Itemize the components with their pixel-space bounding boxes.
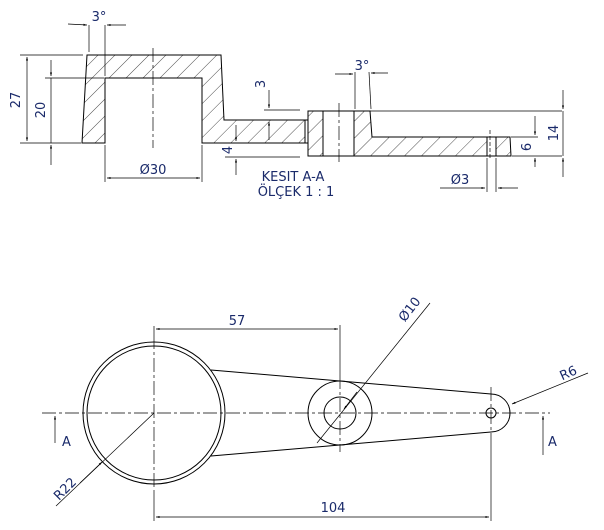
dim-arm-height: 14 [547, 125, 562, 142]
dim-draft-angle-right: 3° [355, 59, 370, 74]
dim-center-distance-hub: 57 [229, 314, 246, 329]
dim-hub-hole-diameter: Ø10 [396, 295, 424, 325]
section-hatch-left [81, 54, 306, 144]
section-title: KESIT A-A [262, 170, 325, 185]
dim-flange-step: 3 [254, 80, 269, 88]
dim-cavity-depth: 20 [34, 102, 49, 119]
dim-end-radius: R6 [558, 363, 580, 384]
svg-text:A: A [62, 435, 71, 450]
section-mark-left: A [53, 416, 71, 450]
section-hatch-hub-left [307, 110, 324, 157]
hub-circle [307, 380, 373, 446]
dim-total-height: 27 [9, 92, 24, 109]
svg-text:A: A [548, 435, 557, 450]
section-hatch-arm [353, 110, 488, 157]
section-hatch-end [495, 136, 512, 157]
section-view: 27 20 Ø30 3° 3 4 3° 14 [9, 10, 565, 200]
dim-draft-angle-left: 3° [92, 10, 107, 25]
dim-end-thickness: 6 [520, 143, 535, 151]
dim-hole-diameter: Ø3 [451, 173, 470, 188]
section-mark-right: A [541, 416, 557, 455]
dim-cavity-diameter: Ø30 [140, 163, 167, 178]
dim-center-distance-end: 104 [321, 501, 346, 516]
plan-view: 57 104 R22 Ø10 R6 A A [42, 295, 589, 521]
dim-flange-thickness: 4 [221, 146, 236, 154]
dim-outer-radius: R22 [51, 475, 80, 504]
section-scale: ÖLÇEK 1 : 1 [258, 183, 335, 200]
